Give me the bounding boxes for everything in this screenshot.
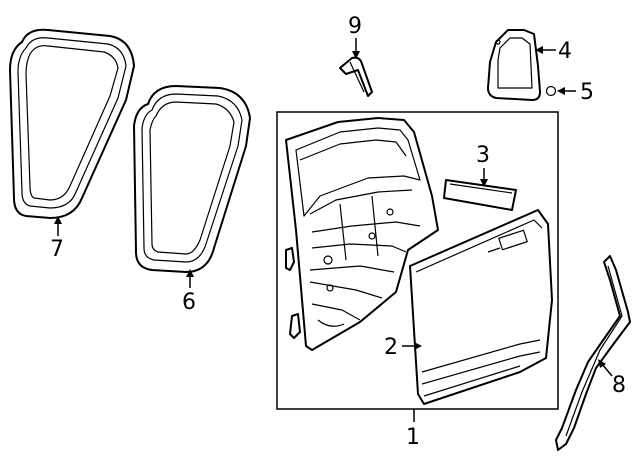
callout-3: 3: [476, 143, 490, 168]
callout-2: 2: [384, 335, 398, 360]
callout-5: 5: [580, 80, 594, 105]
callout-6: 6: [182, 290, 196, 315]
callout-8: 8: [612, 373, 626, 398]
leader-8: [601, 363, 613, 377]
door-inner-frame: [285, 117, 439, 351]
hinge-upper: [285, 247, 295, 271]
weatherstrip-rear: [133, 85, 251, 273]
hinge-lower: [289, 313, 301, 339]
callout-1: 1: [406, 425, 420, 450]
gasket-part-4: [487, 29, 541, 101]
molding-strip-part-8: [555, 255, 631, 451]
outer-door-panel-part-2: [409, 209, 553, 405]
window-panel-part-3: [443, 179, 517, 211]
assembly-frame: [276, 111, 559, 410]
callout-7: 7: [50, 237, 64, 262]
plug-part-5: [545, 85, 557, 97]
bracket-part-9: [339, 56, 373, 97]
callout-9: 9: [348, 14, 362, 39]
weatherstrip-front: [9, 28, 135, 219]
callout-4: 4: [558, 39, 572, 64]
